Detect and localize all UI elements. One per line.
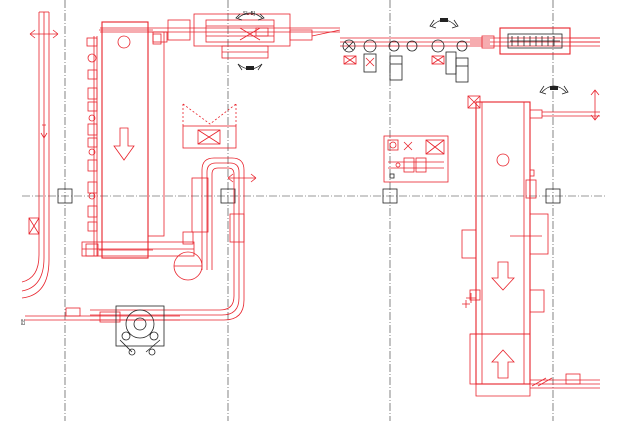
top-middle-units (340, 18, 600, 83)
vertical-machine-right (461, 85, 600, 397)
top-label: SL EJ (243, 11, 255, 17)
curved-conveyor (90, 157, 257, 321)
filler-machine: EE (21, 305, 180, 356)
column-marker (545, 188, 561, 204)
top-right-machine (499, 27, 600, 55)
top-conveyor: SL EJ (100, 11, 341, 71)
left-label: EE (21, 319, 27, 325)
column-marker (57, 188, 73, 204)
vertical-machine-left (81, 21, 203, 281)
control-cabinet (383, 135, 449, 183)
column-marker (382, 188, 398, 204)
grid-axes (22, 0, 606, 421)
station-column (85, 36, 99, 257)
storage-box (182, 103, 237, 149)
column-marker (220, 188, 236, 204)
left-conveyor (21, 11, 59, 299)
